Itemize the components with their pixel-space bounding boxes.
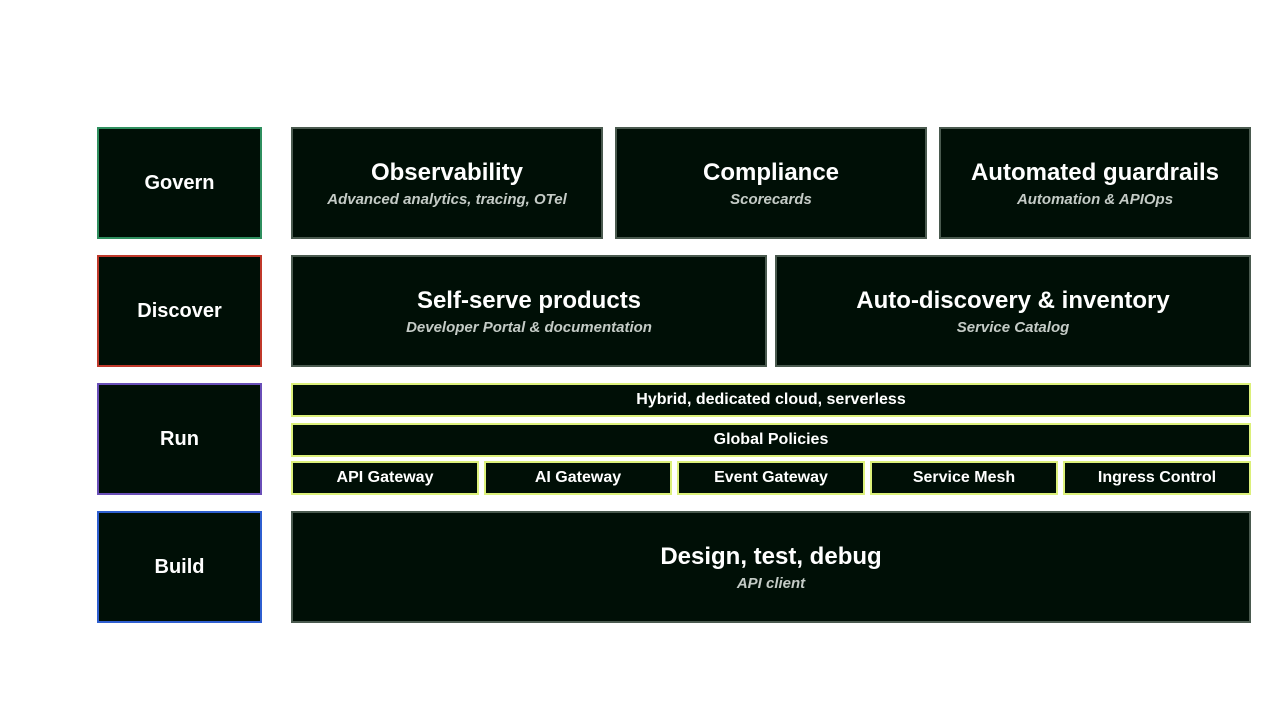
- gateway-label: AI Gateway: [534, 469, 622, 486]
- layer-discover: Discover: [97, 255, 262, 367]
- build-design-test-debug: Design, test, debug API client: [291, 511, 1251, 623]
- layer-discover-label: Discover: [137, 299, 222, 322]
- layer-run: Run: [97, 383, 262, 495]
- run-global-policies: Global Policies: [291, 423, 1251, 457]
- layer-govern-label: Govern: [144, 171, 215, 194]
- gateway-label: Ingress Control: [1097, 469, 1217, 486]
- build-subtitle: API client: [736, 574, 806, 592]
- layer-build-label: Build: [154, 555, 205, 578]
- discover-self-serve: Self-serve products Developer Portal & d…: [291, 255, 767, 367]
- run-deployment-label: Hybrid, dedicated cloud, serverless: [636, 391, 906, 408]
- discover-item-title: Self-serve products: [416, 286, 642, 314]
- govern-item-title: Automated guardrails: [970, 158, 1220, 186]
- govern-item-title: Compliance: [702, 158, 840, 186]
- govern-item-title: Observability: [370, 158, 524, 186]
- discover-item-subtitle: Developer Portal & documentation: [406, 318, 652, 336]
- govern-item-subtitle: Scorecards: [730, 190, 812, 208]
- govern-automated-guardrails: Automated guardrails Automation & APIOps: [939, 127, 1251, 239]
- gateway-ingress: Ingress Control: [1063, 461, 1251, 495]
- govern-observability: Observability Advanced analytics, tracin…: [291, 127, 603, 239]
- gateway-api: API Gateway: [291, 461, 479, 495]
- gateway-label: Event Gateway: [714, 469, 828, 486]
- govern-item-subtitle: Advanced analytics, tracing, OTel: [327, 190, 567, 208]
- gateway-service-mesh: Service Mesh: [870, 461, 1058, 495]
- layer-run-label: Run: [160, 427, 199, 450]
- discover-item-subtitle: Service Catalog: [956, 318, 1070, 336]
- run-policies-label: Global Policies: [713, 431, 829, 448]
- layer-govern: Govern: [97, 127, 262, 239]
- gateway-label: Service Mesh: [912, 469, 1016, 486]
- discover-item-title: Auto-discovery & inventory: [856, 286, 1170, 314]
- discover-auto-discovery: Auto-discovery & inventory Service Catal…: [775, 255, 1251, 367]
- gateway-label: API Gateway: [336, 469, 434, 486]
- gateway-ai: AI Gateway: [484, 461, 672, 495]
- run-deployment: Hybrid, dedicated cloud, serverless: [291, 383, 1251, 417]
- gateway-event: Event Gateway: [677, 461, 865, 495]
- layer-build: Build: [97, 511, 262, 623]
- build-title: Design, test, debug: [660, 542, 882, 570]
- govern-item-subtitle: Automation & APIOps: [1016, 190, 1174, 208]
- govern-compliance: Compliance Scorecards: [615, 127, 927, 239]
